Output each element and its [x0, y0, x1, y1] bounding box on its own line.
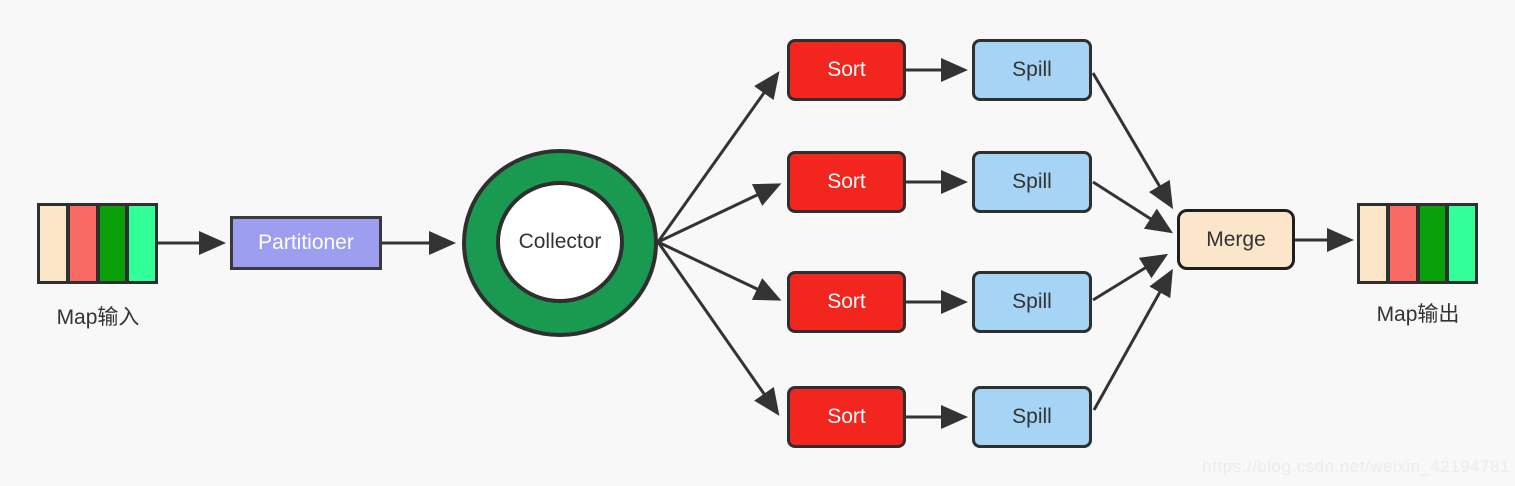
merge-label: Merge	[1206, 227, 1266, 251]
watermark-text: https://blog.csdn.net/weixin_42194781	[1202, 457, 1510, 476]
sort-node-4: Sort	[787, 386, 906, 448]
arrow-collector-to-sort-2	[657, 183, 782, 244]
arrow-collector-to-sort-3	[657, 240, 782, 301]
sort-node-2: Sort	[787, 151, 906, 213]
sort-label: Sort	[827, 170, 866, 193]
arrow-spill-2-to-merge	[1092, 180, 1174, 234]
sort-label: Sort	[827, 58, 866, 81]
sort-label: Sort	[827, 405, 866, 428]
partitioner-node: Partitioner	[230, 216, 382, 270]
spill-label: Spill	[1012, 405, 1052, 428]
collector-center	[496, 181, 624, 303]
spill-node-2: Spill	[972, 151, 1092, 213]
map-input-stripe-4	[129, 206, 155, 281]
map-output-block	[1357, 203, 1478, 284]
arrow-spill-1-to-merge	[1091, 72, 1174, 210]
map-output-stripe-3	[1419, 206, 1446, 281]
merge-node: Merge	[1177, 209, 1295, 270]
partitioner-label: Partitioner	[258, 231, 354, 254]
sort-label: Sort	[827, 290, 866, 313]
sort-node-3: Sort	[787, 271, 906, 333]
arrow-collector-to-sort-1	[656, 71, 780, 243]
arrow-collector-to-sort-4	[656, 241, 780, 416]
map-output-stripe-4	[1449, 206, 1475, 281]
map-output-stripe-1	[1360, 206, 1386, 281]
collector-node: Collector	[498, 183, 622, 301]
map-input-stripe-1	[40, 206, 66, 281]
map-input-block	[37, 203, 158, 284]
spill-node-1: Spill	[972, 39, 1092, 101]
arrow-spill-4-to-merge	[1092, 268, 1173, 411]
spill-node-4: Spill	[972, 386, 1092, 448]
sort-node-1: Sort	[787, 39, 906, 101]
spill-label: Spill	[1012, 170, 1052, 193]
spill-node-3: Spill	[972, 271, 1092, 333]
collector-label: Collector	[518, 230, 602, 253]
spill-label: Spill	[1012, 58, 1052, 81]
map-input-label: Map输入	[56, 306, 140, 329]
arrow-spill-3-to-merge	[1092, 253, 1169, 302]
map-output-label: Map输出	[1376, 303, 1460, 326]
map-input-stripe-2	[69, 206, 96, 281]
map-input-stripe-3	[99, 206, 126, 281]
map-output-stripe-2	[1389, 206, 1416, 281]
spill-label: Spill	[1012, 290, 1052, 313]
